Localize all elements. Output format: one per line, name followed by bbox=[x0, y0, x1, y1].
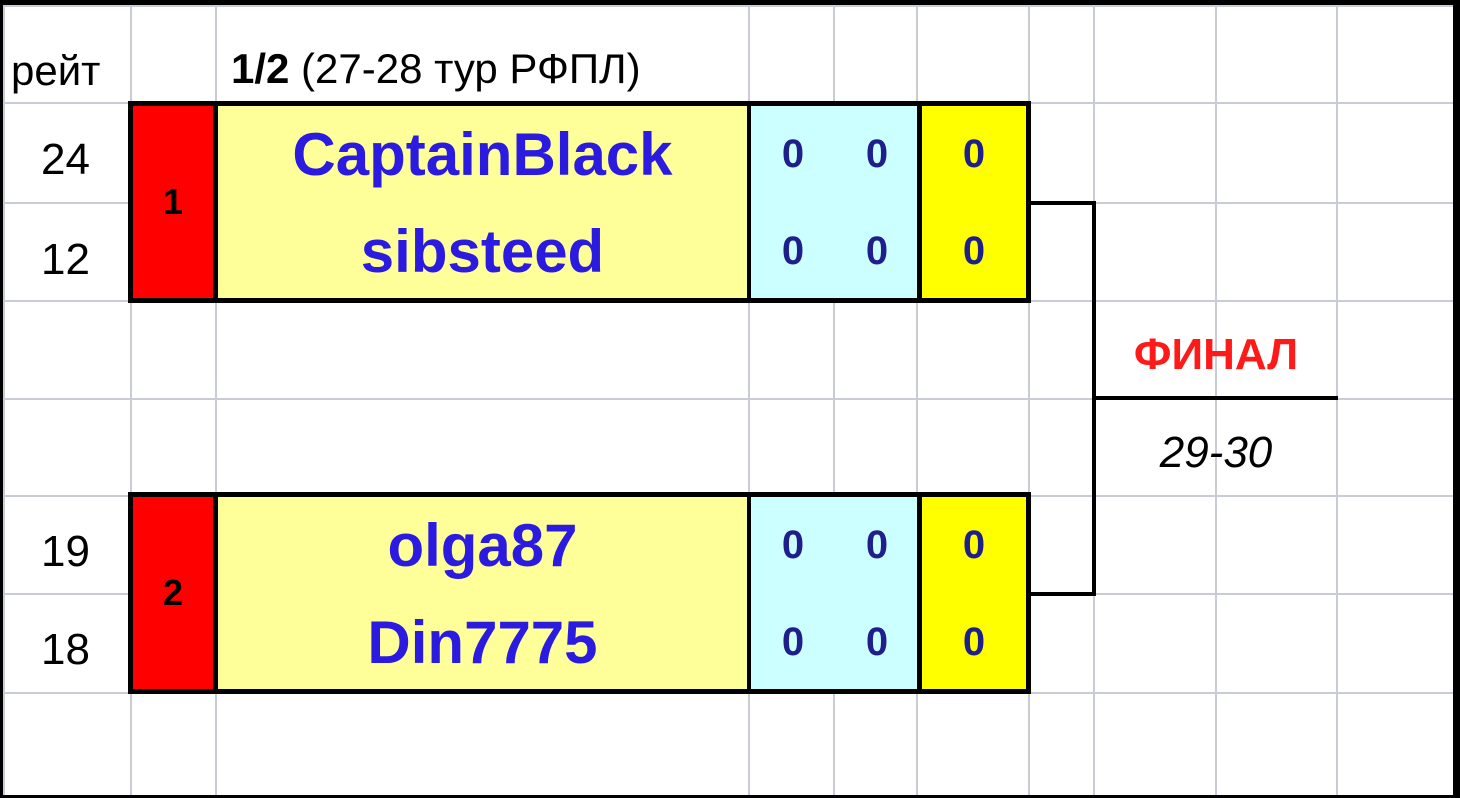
grid-column-line bbox=[215, 5, 217, 795]
stage-title-bold: 1/2 bbox=[231, 45, 290, 92]
grid-column-line bbox=[748, 5, 750, 795]
player-name[interactable]: Din7775 bbox=[367, 609, 598, 676]
player-name[interactable]: olga87 bbox=[387, 512, 578, 579]
pair-names-cell: olga87 Din7775 bbox=[218, 492, 751, 694]
grid-column-line bbox=[130, 5, 132, 795]
score-row: 0 bbox=[922, 106, 1026, 203]
final-label: ФИНАЛ bbox=[1133, 330, 1299, 379]
pair-seed-cell: 2 bbox=[128, 492, 218, 694]
rating-column-header: рейт bbox=[11, 47, 101, 94]
score-row: 0 bbox=[922, 497, 1026, 594]
grid-row-line bbox=[3, 398, 1453, 400]
pair-seed-cell: 1 bbox=[128, 101, 218, 303]
score-row: 0 0 bbox=[751, 203, 919, 300]
pair-names-cell: CaptainBlack sibsteed bbox=[218, 101, 751, 303]
score-row: 0 0 bbox=[751, 594, 919, 691]
bracket-connector-top bbox=[1031, 201, 1096, 205]
match-score[interactable]: 0 bbox=[865, 523, 889, 567]
spreadsheet-grid: рейт 1/2 (27-28 тур РФПЛ) 24 12 1 Captai… bbox=[3, 5, 1453, 795]
match-score[interactable]: 0 bbox=[865, 132, 889, 176]
final-underline bbox=[1092, 396, 1338, 400]
grid-column-line bbox=[833, 5, 835, 795]
final-rounds: 29-30 bbox=[1159, 428, 1273, 477]
pair-scores-cell: 0 0 0 0 bbox=[751, 492, 919, 694]
player-rating: 19 bbox=[41, 527, 90, 576]
bracket-connector-bottom bbox=[1031, 592, 1096, 596]
player-name[interactable]: sibsteed bbox=[360, 218, 605, 285]
grid-column-line bbox=[1215, 5, 1217, 795]
pair-seed-number: 2 bbox=[162, 572, 184, 613]
stage-title: 1/2 (27-28 тур РФПЛ) bbox=[231, 45, 641, 93]
player-name[interactable]: CaptainBlack bbox=[292, 121, 673, 188]
score-row: 0 0 bbox=[751, 106, 919, 203]
match-score[interactable]: 0 bbox=[865, 620, 889, 664]
total-score[interactable]: 0 bbox=[962, 132, 986, 176]
player-rating: 18 bbox=[41, 625, 90, 674]
player-rating: 24 bbox=[41, 135, 90, 184]
match-score[interactable]: 0 bbox=[781, 620, 805, 664]
pair-seed-number: 1 bbox=[162, 181, 184, 222]
score-row: 0 0 bbox=[751, 497, 919, 594]
grid-column-line bbox=[1336, 5, 1338, 795]
stage-title-rest: (27-28 тур РФПЛ) bbox=[289, 45, 641, 92]
match-score[interactable]: 0 bbox=[865, 229, 889, 273]
total-score[interactable]: 0 bbox=[962, 620, 986, 664]
score-row: 0 bbox=[922, 594, 1026, 691]
pair-scores-cell: 0 0 0 0 bbox=[751, 101, 919, 303]
pair-total-cell: 0 0 bbox=[917, 101, 1031, 303]
score-row: 0 bbox=[922, 203, 1026, 300]
match-score[interactable]: 0 bbox=[781, 523, 805, 567]
total-score[interactable]: 0 bbox=[962, 229, 986, 273]
player-rating: 12 bbox=[41, 235, 90, 284]
match-score[interactable]: 0 bbox=[781, 132, 805, 176]
total-score[interactable]: 0 bbox=[962, 523, 986, 567]
grid-column-line bbox=[916, 5, 918, 795]
grid-column-line bbox=[1028, 5, 1030, 795]
match-score[interactable]: 0 bbox=[781, 229, 805, 273]
pair-total-cell: 0 0 bbox=[917, 492, 1031, 694]
